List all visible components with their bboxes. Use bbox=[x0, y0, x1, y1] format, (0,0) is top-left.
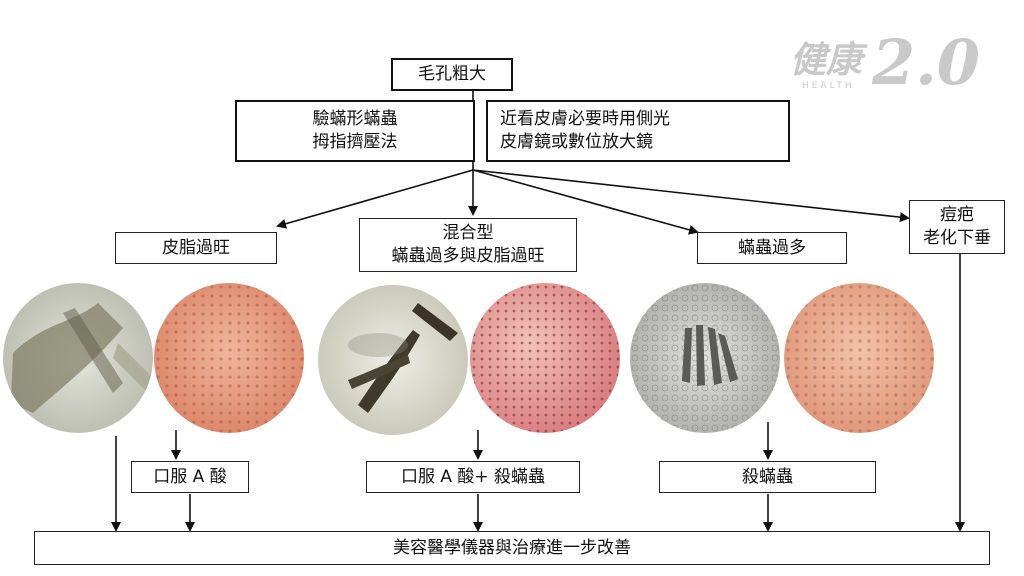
logo-text: 健康 bbox=[790, 40, 868, 81]
method-box-right: 近看皮膚必要時用側光 皮膚鏡或數位放大鏡 bbox=[486, 100, 790, 162]
treatment-mixed: 口服 A 酸+ 殺蟎蟲 bbox=[366, 461, 580, 493]
skin-image-oily bbox=[154, 283, 304, 433]
category-mite-label: 蟎蟲過多 bbox=[738, 237, 806, 258]
treatment-oily-label: 口服 A 酸 bbox=[153, 466, 227, 487]
treatment-oily: 口服 A 酸 bbox=[131, 461, 249, 493]
treatment-mixed-label: 口服 A 酸+ 殺蟎蟲 bbox=[400, 466, 546, 487]
category-aging: 痘疤 老化下垂 bbox=[909, 200, 1005, 254]
treatment-mite-label: 殺蟎蟲 bbox=[742, 466, 793, 487]
method-right-line-1: 近看皮膚必要時用側光 bbox=[500, 109, 670, 130]
microscopy-image-mite bbox=[630, 283, 780, 433]
category-mixed: 混合型 蟎蟲過多與皮脂過旺 bbox=[359, 218, 577, 272]
category-aging-line-2: 老化下垂 bbox=[923, 228, 991, 248]
category-mite: 蟎蟲過多 bbox=[697, 232, 847, 264]
method-left-line-2: 拇指擠壓法 bbox=[312, 132, 398, 152]
skin-image-mixed bbox=[470, 283, 620, 433]
method-right-line-2: 皮膚鏡或數位放大鏡 bbox=[500, 132, 653, 152]
skin-image-mite bbox=[784, 283, 934, 433]
method-box-left: 驗蟎形蟎蟲 拇指擠壓法 bbox=[235, 100, 475, 162]
final-treatment-bar: 美容醫學儀器與治療進一步改善 bbox=[34, 531, 990, 565]
category-mixed-line-1: 混合型 bbox=[442, 223, 494, 244]
microscopy-image-oily bbox=[3, 283, 153, 433]
root-box: 毛孔粗大 bbox=[391, 58, 513, 91]
microscopy-image-mixed bbox=[318, 285, 468, 435]
logo-number: 2.0 bbox=[871, 26, 980, 96]
method-left-line-1: 驗蟎形蟎蟲 bbox=[312, 109, 398, 130]
health-2-0-logo: 健康 HEALTH 2.0 bbox=[790, 26, 980, 96]
root-label: 毛孔粗大 bbox=[418, 64, 486, 85]
category-aging-line-1: 痘疤 bbox=[940, 205, 974, 226]
treatment-mite: 殺蟎蟲 bbox=[659, 461, 876, 493]
category-oily: 皮脂過旺 bbox=[115, 232, 277, 264]
final-treatment-label: 美容醫學儀器與治療進一步改善 bbox=[393, 537, 631, 558]
category-oily-label: 皮脂過旺 bbox=[162, 237, 230, 258]
logo-sub: HEALTH bbox=[802, 81, 855, 91]
category-mixed-line-2: 蟎蟲過多與皮脂過旺 bbox=[391, 246, 545, 266]
